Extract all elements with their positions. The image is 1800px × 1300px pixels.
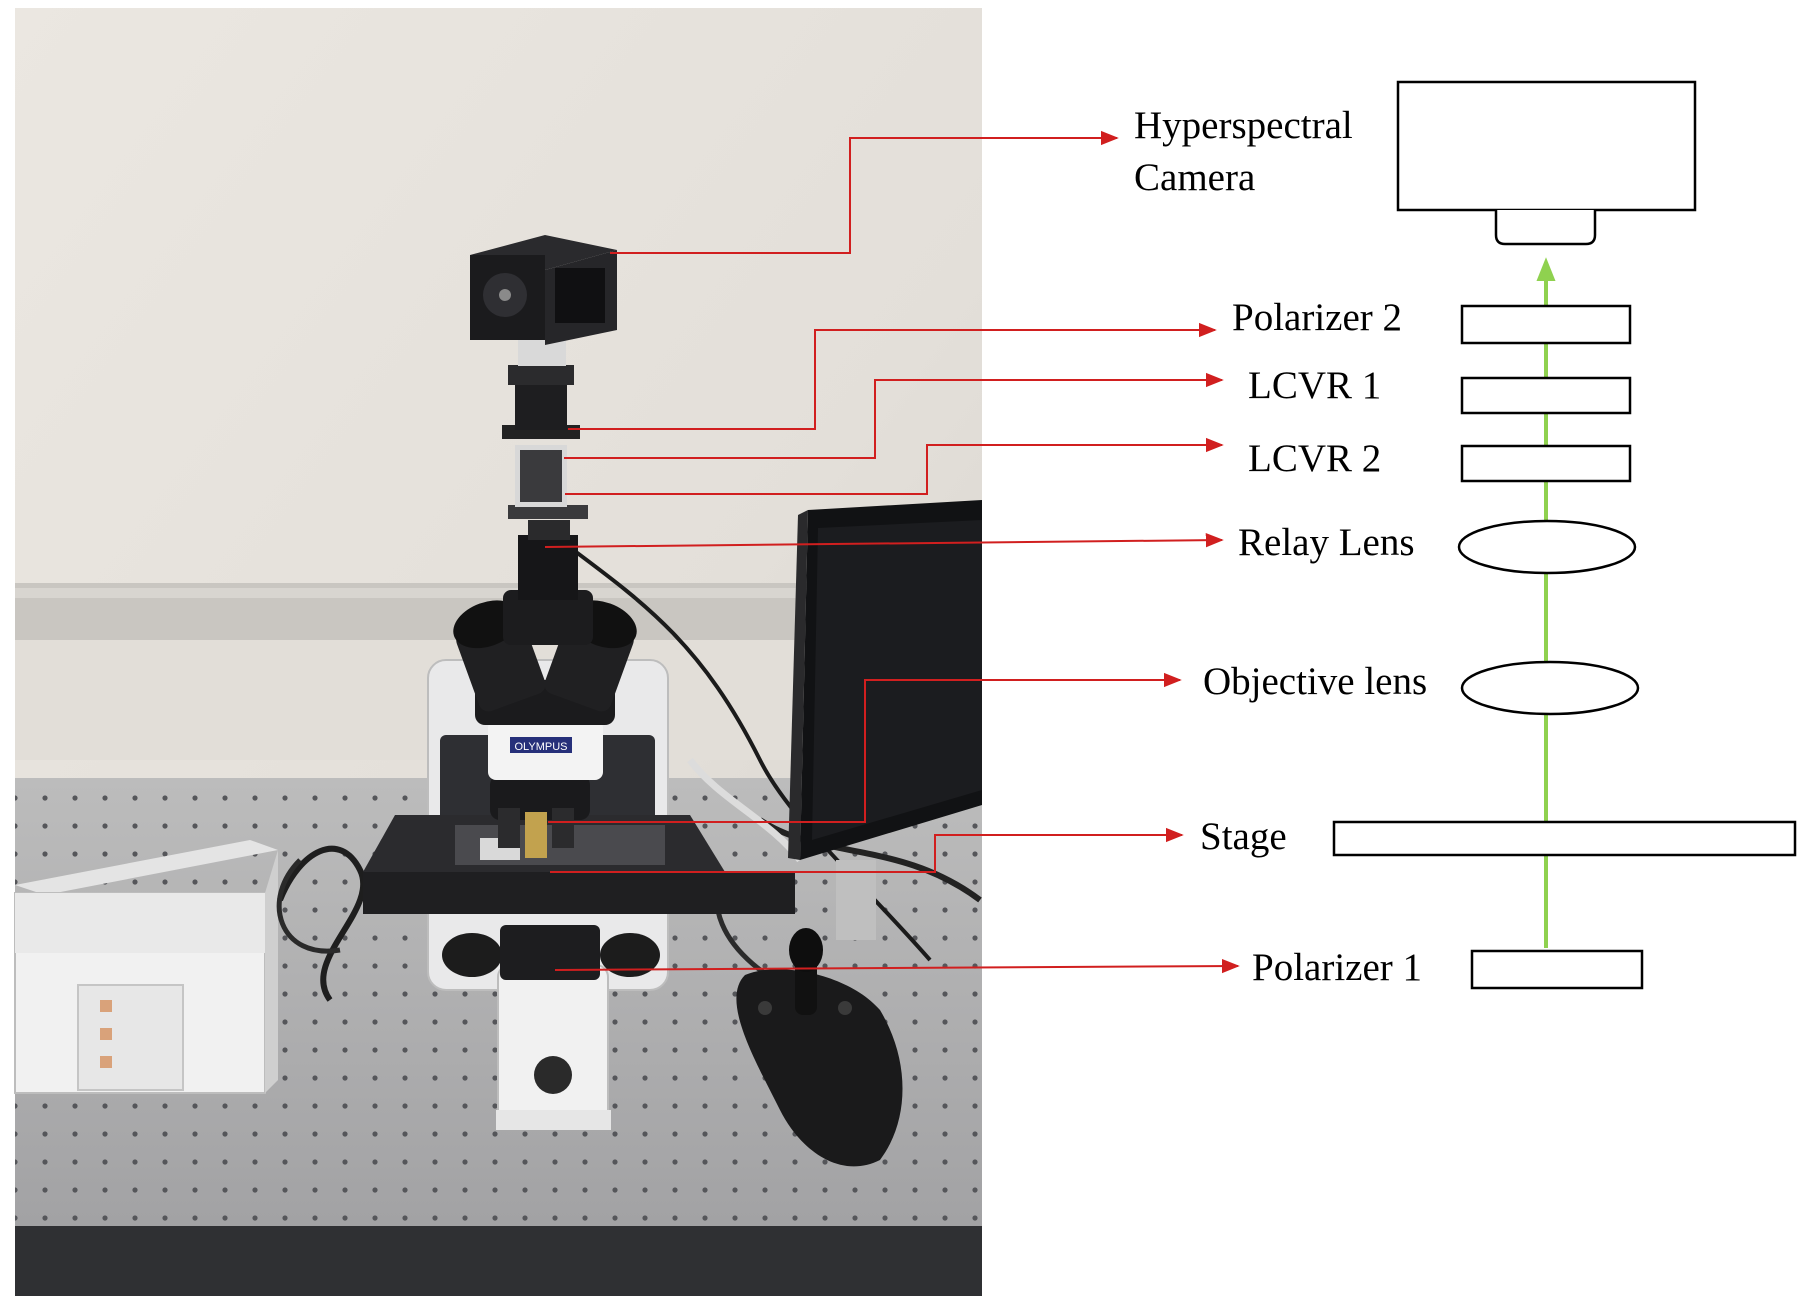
leader-lcvr-1	[564, 372, 1224, 459]
label-lcvr-2: LCVR 2	[1248, 437, 1381, 480]
camera-body	[470, 235, 617, 345]
leader-lines	[544, 130, 1240, 974]
label-relay-lens: Relay Lens	[1238, 521, 1415, 564]
relay-lens-symbol	[1457, 519, 1637, 575]
optical-path-schematic: Hyperspectral Camera Polarizer 2 LCVR 1 …	[1134, 80, 1797, 990]
controller-box	[14, 840, 278, 1094]
lcvr-2-symbol	[1460, 444, 1632, 483]
stage-symbol	[1332, 820, 1797, 857]
microscope-photo: OLYMPUS	[14, 8, 982, 1296]
label-objective-lens: Objective lens	[1203, 660, 1427, 703]
label-polarizer-1: Polarizer 1	[1252, 946, 1422, 989]
lcvr-1-symbol	[1460, 376, 1632, 415]
leader-lcvr-2	[565, 437, 1224, 495]
objective-lens-symbol	[1460, 660, 1640, 716]
leader-camera	[610, 130, 1119, 254]
leader-objective-lens	[548, 672, 1182, 823]
joystick	[736, 928, 903, 1167]
leader-polarizer-1	[554, 958, 1240, 974]
brand-logo: OLYMPUS	[515, 741, 568, 753]
label-polarizer-2: Polarizer 2	[1232, 296, 1402, 339]
camera-symbol	[1396, 80, 1697, 212]
microscope: OLYMPUS	[363, 235, 795, 1130]
leader-polarizer-2	[568, 322, 1217, 430]
label-camera: Camera	[1134, 156, 1255, 199]
label-stage: Stage	[1200, 815, 1287, 858]
label-hyperspectral: Hyperspectral	[1134, 104, 1353, 147]
label-lcvr-1: LCVR 1	[1248, 364, 1381, 407]
leader-stage	[550, 827, 1184, 873]
polarizer-2-symbol	[1460, 304, 1632, 345]
camera-lens-mount-symbol	[1494, 210, 1597, 246]
polarizer-1-symbol	[1470, 949, 1644, 990]
leader-relay-lens	[544, 532, 1224, 548]
